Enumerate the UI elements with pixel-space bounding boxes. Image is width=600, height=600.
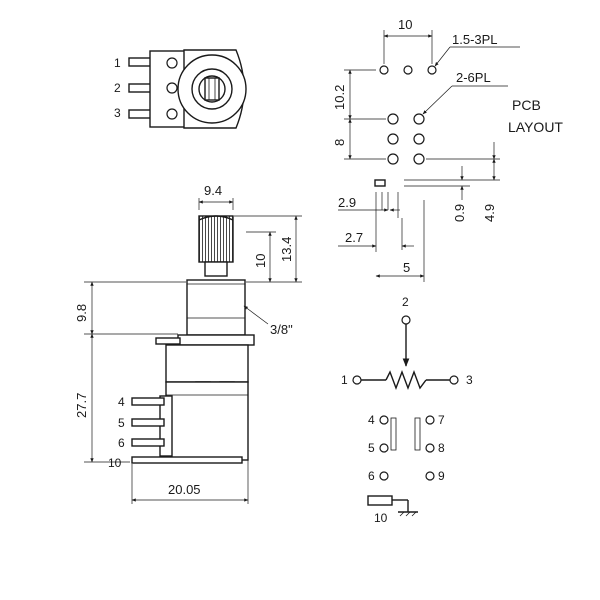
dim-label-bushing-height: 9.8 [74, 304, 89, 322]
dim-label-thread: 3/8" [270, 322, 293, 337]
potentiometer-symbol: 2 1 3 [341, 295, 473, 390]
pcb-layout-title-line2: LAYOUT [508, 119, 563, 135]
side-pin-label-10: 10 [108, 456, 122, 470]
knurled-shaft [198, 215, 234, 263]
dim-body-width: 20.05 [131, 460, 249, 504]
dim-label-slot-gap: 4.9 [482, 204, 497, 222]
side-pin-label-5: 5 [118, 416, 125, 430]
dim-label-slot-offset: 0.9 [452, 204, 467, 222]
dpdt-switch-symbol: 4 7 5 8 6 9 [368, 413, 445, 483]
top-view-body [177, 49, 247, 129]
switch-pin-label-7: 7 [438, 413, 445, 427]
dim-hole-small: 1.5-3PL [434, 32, 520, 67]
top-pin-label-2: 2 [114, 81, 121, 95]
dim-hole-large: 2-6PL [422, 70, 508, 115]
side-pin-label-6: 6 [118, 436, 125, 450]
dim-label-hole-small: 1.5-3PL [452, 32, 498, 47]
side-pin-label-4: 4 [118, 395, 125, 409]
dim-label-row-gap: 10.2 [332, 85, 347, 110]
dim-label-knurl-height: 10 [253, 254, 268, 268]
ground-pin-symbol: 10 [367, 495, 418, 525]
switch-pin-label-4: 4 [368, 413, 375, 427]
dim-label-row-pitch: 8 [332, 139, 347, 146]
bushing [186, 279, 246, 336]
switch-pin-label-9: 9 [438, 469, 445, 483]
pcb-layout: PCB LAYOUT 10 1.5-3PL [332, 17, 563, 282]
switch-pin-label-6: 6 [368, 469, 375, 483]
dim-label-slot-pitch: 5 [403, 260, 410, 275]
dim-bushing-height: 9.8 [74, 281, 186, 335]
schematic: 2 1 3 4 7 5 8 6 9 [341, 295, 473, 525]
schematic-pin-label-1: 1 [341, 373, 348, 387]
dim-thread: 3/8" [243, 305, 293, 337]
side-view: 4 5 6 10 9.4 10 13.4 3/8" [74, 183, 302, 504]
dim-label-shaft-height: 13.4 [279, 237, 294, 262]
dim-pcb-pitch-top: 10 [383, 17, 433, 64]
pot-housing [165, 344, 249, 383]
dim-label-body-width: 20.05 [168, 482, 201, 497]
dim-label-body-height: 27.7 [74, 393, 89, 418]
dim-shaft-heights: 10 13.4 [234, 215, 302, 283]
dim-slot-vertical: 0.9 4.9 [404, 142, 500, 222]
dim-slot-horizontal: 2.9 2.7 5 [338, 192, 425, 282]
top-view-pins [128, 50, 187, 128]
ground-pin-label-10: 10 [374, 511, 388, 525]
schematic-pin-label-2: 2 [402, 295, 409, 309]
dim-body-height: 27.7 [74, 333, 130, 463]
dim-shaft-width: 9.4 [198, 183, 234, 210]
pcb-layout-title-line1: PCB [512, 97, 541, 113]
top-pin-label-1: 1 [114, 56, 121, 70]
switch-pin-label-8: 8 [438, 441, 445, 455]
switch-pin-label-5: 5 [368, 441, 375, 455]
switch-body [165, 381, 249, 461]
dim-label-shaft-width: 9.4 [204, 183, 222, 198]
dim-label-hole-large: 2-6PL [456, 70, 491, 85]
dim-label-pcb-pitch-top: 10 [398, 17, 412, 32]
top-pin-label-3: 3 [114, 106, 121, 120]
schematic-pin-label-3: 3 [466, 373, 473, 387]
top-view: 1 2 3 [114, 49, 247, 129]
dim-row-spacing: 10.2 8 [332, 69, 386, 160]
pcb-holes [374, 65, 437, 187]
dim-label-slot-w2: 2.7 [345, 230, 363, 245]
side-view-pins [131, 397, 243, 464]
dim-label-slot-w1: 2.9 [338, 195, 356, 210]
